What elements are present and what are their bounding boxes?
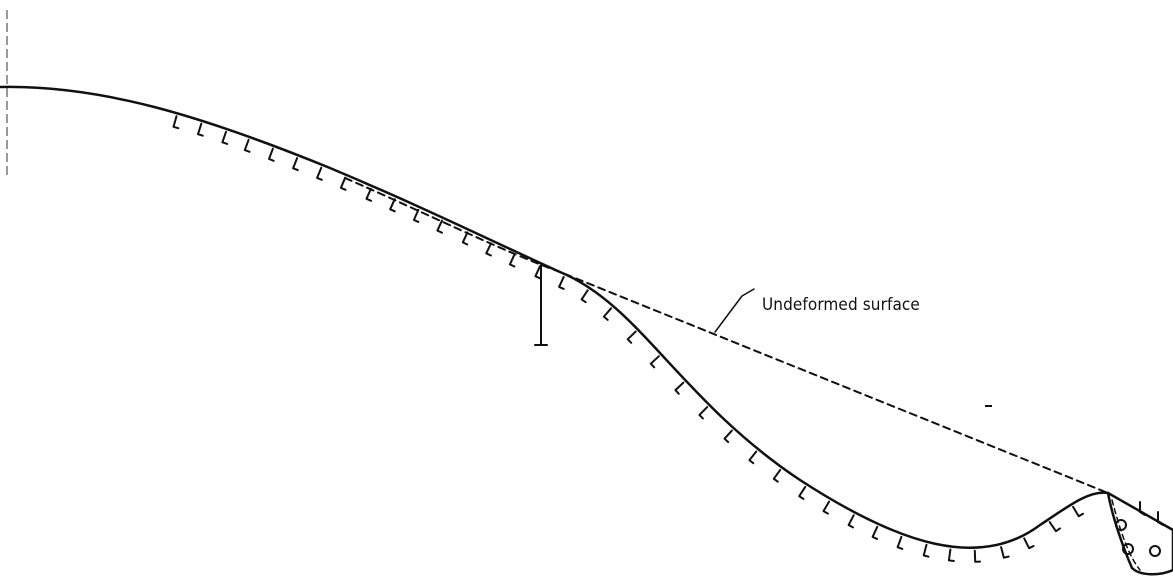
stiffener-mark [1072,505,1084,518]
stiffener-mark [268,147,275,162]
stiffener-mark [847,514,855,529]
stiffener-mark [947,548,955,562]
deformed-surface-curve [0,85,1110,550]
stiffener-mark [649,355,660,369]
stiffener-mark [172,115,180,130]
stiffener-mark [436,219,443,234]
rivet-circle [1115,519,1127,531]
stiffener-mark [365,187,373,202]
stiffener-mark [412,208,420,223]
stiffener-mark [316,166,323,181]
stiffener-mark [221,130,229,145]
stiffener-mark [674,381,685,395]
stiffener-mark [798,485,807,500]
stiffener-mark [602,307,613,321]
rivet-circle [1122,543,1134,555]
stiffener-mark [292,157,299,172]
stiffener-mark [580,289,589,304]
stiffener-mark [922,543,930,558]
end-closure [1106,491,1173,576]
stiffener-mark [896,535,904,550]
surface-stiffener-marks [172,115,1084,563]
undeformed-surface-label: Undeformed surface [762,295,920,315]
stiffener-mark [772,468,782,483]
stiffener-mark [389,198,396,213]
stiffener-mark [485,242,492,257]
stiffener-mark [339,176,347,191]
annotation-leader [714,288,755,333]
vertical-measure-bar [534,264,548,346]
stiffener-mark [973,549,982,563]
stiffener-mark [461,231,469,246]
stiffener-mark [534,265,541,280]
rivet-circle [1149,545,1161,557]
stiffener-mark [508,253,516,268]
stiffener-mark [871,525,879,540]
stiffener-mark [748,450,758,465]
stiffener-mark [197,122,204,137]
stiffener-mark [558,275,565,290]
stiffener-mark [698,406,709,420]
stiffener-mark [243,138,251,153]
stiffener-mark [1023,537,1035,550]
stiffener-mark [1048,521,1061,533]
stiffener-mark [723,429,733,444]
stiffener-mark [626,330,637,344]
stiffener-mark [1000,546,1010,559]
stiffener-mark [822,500,831,515]
